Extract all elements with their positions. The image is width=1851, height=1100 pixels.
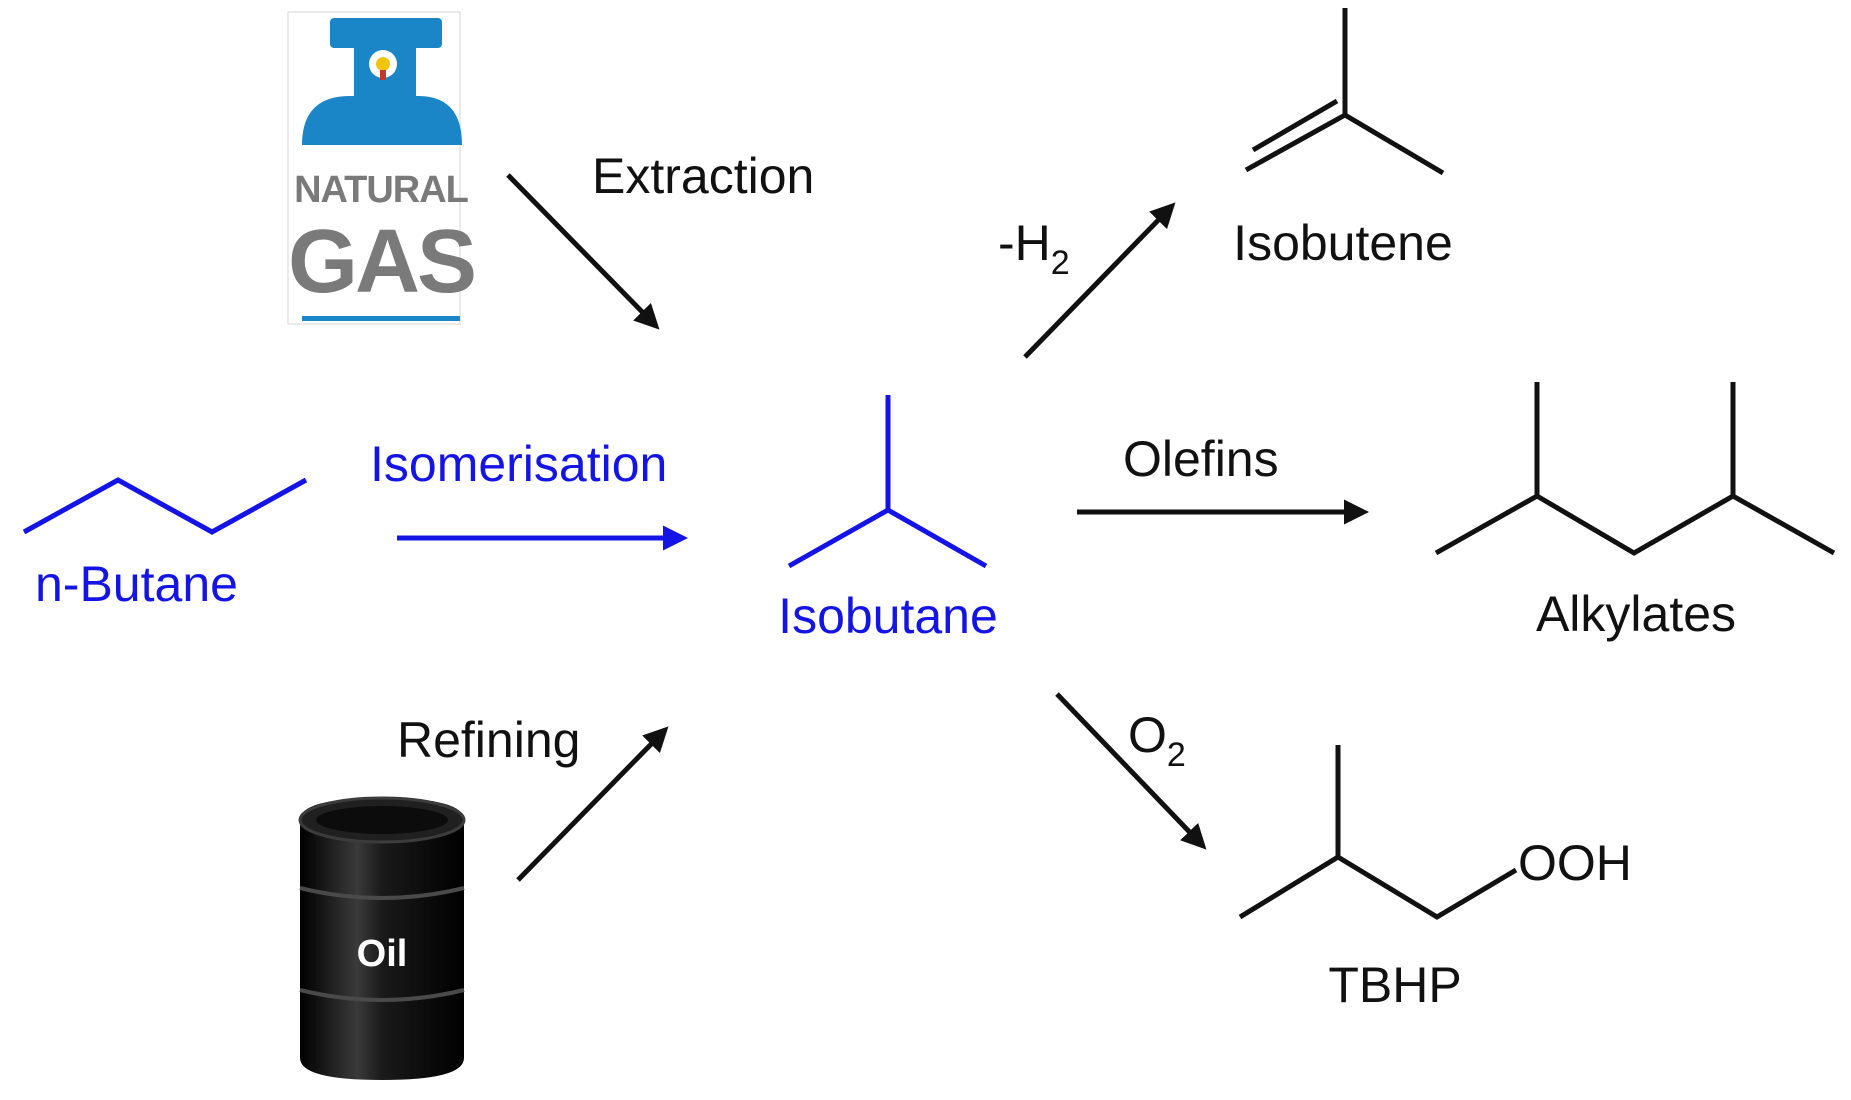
oxidation-label-prefix: O bbox=[1128, 707, 1167, 763]
ooh-label: OOH bbox=[1518, 835, 1632, 891]
isobutene-structure bbox=[1244, 8, 1445, 176]
alkylates-structure bbox=[1434, 382, 1836, 556]
dehydrogenation-label: -H2 bbox=[998, 215, 1070, 282]
natural-gas-label-line2: GAS bbox=[288, 212, 474, 312]
refining-label: Refining bbox=[397, 712, 580, 768]
alkylates-label: Alkylates bbox=[1536, 586, 1736, 642]
extraction-label: Extraction bbox=[592, 148, 814, 204]
dehydrogenation-arrow bbox=[1023, 202, 1176, 359]
isomerisation-label: Isomerisation bbox=[370, 436, 667, 492]
n-butane-structure bbox=[22, 477, 308, 535]
refining-arrow bbox=[516, 726, 669, 882]
natural-gas-label-line1: NATURAL bbox=[294, 169, 469, 211]
oil-barrel-icon: Oil bbox=[298, 796, 466, 1080]
isobutane-structure bbox=[787, 395, 988, 569]
n-butane-label: n-Butane bbox=[35, 556, 238, 612]
oxidation-label-subscript: 2 bbox=[1167, 736, 1186, 774]
oxidation-arrow bbox=[1055, 692, 1207, 850]
extraction-arrow bbox=[506, 173, 660, 330]
olefins-label: Olefins bbox=[1123, 431, 1279, 487]
natural-gas-cylinder-icon: NATURAL GAS bbox=[287, 11, 477, 325]
tbhp-label: TBHP bbox=[1328, 957, 1461, 1013]
dehydrogenation-label-prefix: -H bbox=[998, 215, 1051, 271]
isobutane-label: Isobutane bbox=[778, 588, 998, 644]
oil-label: Oil bbox=[357, 933, 408, 975]
isobutene-label: Isobutene bbox=[1233, 215, 1453, 271]
oxidation-label: O2 bbox=[1128, 707, 1186, 774]
dehydrogenation-label-subscript: 2 bbox=[1051, 244, 1070, 282]
tbhp-structure bbox=[1238, 745, 1518, 920]
